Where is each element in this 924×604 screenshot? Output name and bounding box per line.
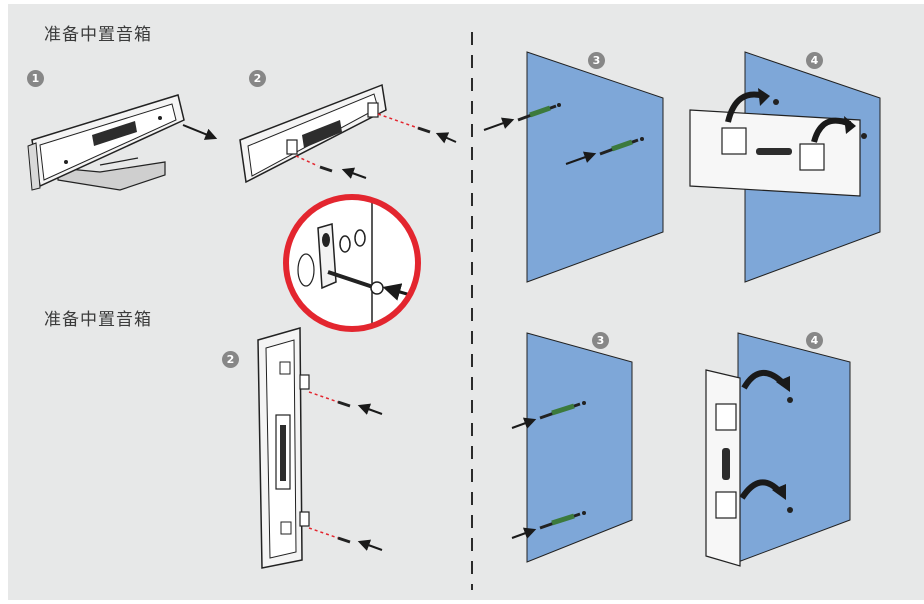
wall-step4-top: [689, 51, 881, 283]
step-badge-2: 2: [249, 70, 266, 87]
section-heading-bottom: 准备中置音箱: [44, 310, 152, 330]
wall-step3-bottom: [511, 332, 633, 563]
speaker-with-stand: [27, 94, 218, 191]
step-badge-4-bottom: 4: [806, 332, 823, 349]
step-badge-1: 1: [27, 70, 44, 87]
section-heading-top: 准备中置音箱: [44, 25, 152, 45]
wall-step4-bottom: [705, 332, 851, 567]
speaker-back-vertical: [257, 327, 383, 569]
step-badge-3: 3: [588, 52, 605, 69]
step-badge-2-vertical: 2: [222, 351, 239, 368]
wall-step3-top: [483, 51, 664, 283]
step-badge-4: 4: [806, 52, 823, 69]
zoom-detail: [283, 194, 421, 332]
speaker-back-horizontal: [239, 83, 457, 184]
step-badge-3-bottom: 3: [592, 332, 609, 349]
